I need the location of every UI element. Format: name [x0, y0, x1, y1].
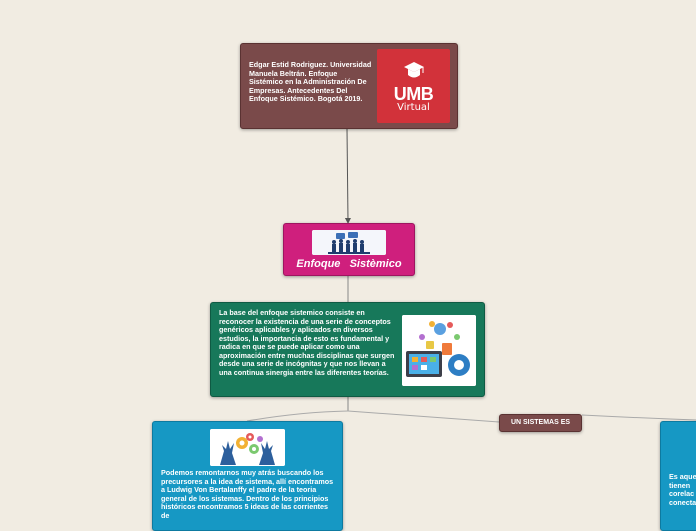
precursors-node[interactable]: Podemos remontarnos muy atrás buscando l…: [152, 421, 343, 531]
connector-to-sistemas: [347, 410, 500, 423]
base-text: La base del enfoque sistemico consiste e…: [219, 308, 395, 377]
connected-devices-image: [402, 315, 476, 386]
base-node[interactable]: La base del enfoque sistemico consiste e…: [210, 302, 485, 397]
header-node[interactable]: Edgar Estid Rodriguez. Universidad Manue…: [240, 43, 458, 129]
enfoque-title: Enfoque Sistèmico: [296, 258, 402, 270]
team-silhouettes-image: [312, 230, 386, 255]
connector-to-left: [246, 410, 349, 422]
connector-to-right: [581, 414, 696, 421]
precursors-text: Podemos remontarnos muy atrás buscando l…: [161, 468, 334, 520]
connector-lines: [246, 128, 696, 423]
sistemas-node[interactable]: UN SISTEMAS ES: [499, 414, 582, 432]
graduation-cap-icon: [404, 62, 424, 78]
logo-umb-text: UMB: [393, 84, 434, 104]
sistema-definition-node[interactable]: Es aque tienen corelac conecta: [660, 421, 696, 531]
sistema-definition-text: Es aque tienen corelac conecta: [669, 473, 696, 507]
sistemas-label: UN SISTEMAS ES: [510, 419, 571, 426]
logo-virtual-text: Virtual: [397, 102, 430, 113]
header-text: Edgar Estid Rodriguez. Universidad Manue…: [249, 60, 372, 103]
enfoque-node[interactable]: Enfoque Sistèmico: [283, 223, 415, 276]
connector-header-enfoque: [344, 128, 351, 224]
gears-hands-image: [210, 429, 285, 466]
umb-virtual-logo: UMB Virtual: [377, 49, 450, 123]
